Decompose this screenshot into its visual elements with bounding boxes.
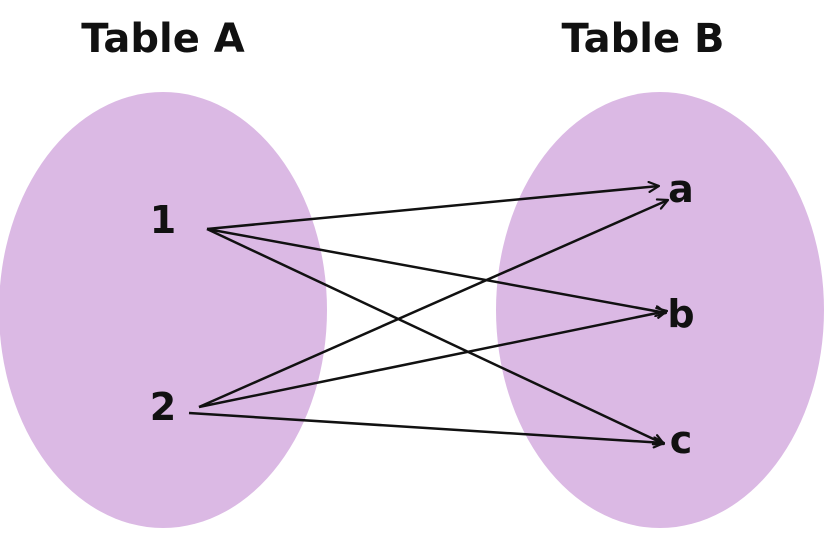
table-a-title: Table A — [81, 16, 245, 62]
arrow-1-to-c — [206, 227, 664, 444]
table-b-title: Table B — [561, 16, 724, 62]
table-a-element-1: 1 — [150, 198, 176, 242]
arrow-1-to-a — [206, 186, 659, 231]
table-b-element-c: c — [670, 418, 693, 462]
table-b-element-a: a — [668, 167, 694, 211]
arrow-1-to-b — [206, 227, 666, 313]
mapping-arrows — [188, 186, 668, 444]
arrow-2-to-c — [188, 411, 664, 443]
arrow-2-to-a — [198, 200, 668, 409]
table-a-set — [0, 92, 327, 528]
arrow-2-to-b — [198, 311, 667, 409]
table-b-set — [496, 92, 824, 528]
table-b-element-b: b — [667, 292, 694, 336]
table-a-element-2: 2 — [150, 385, 176, 429]
